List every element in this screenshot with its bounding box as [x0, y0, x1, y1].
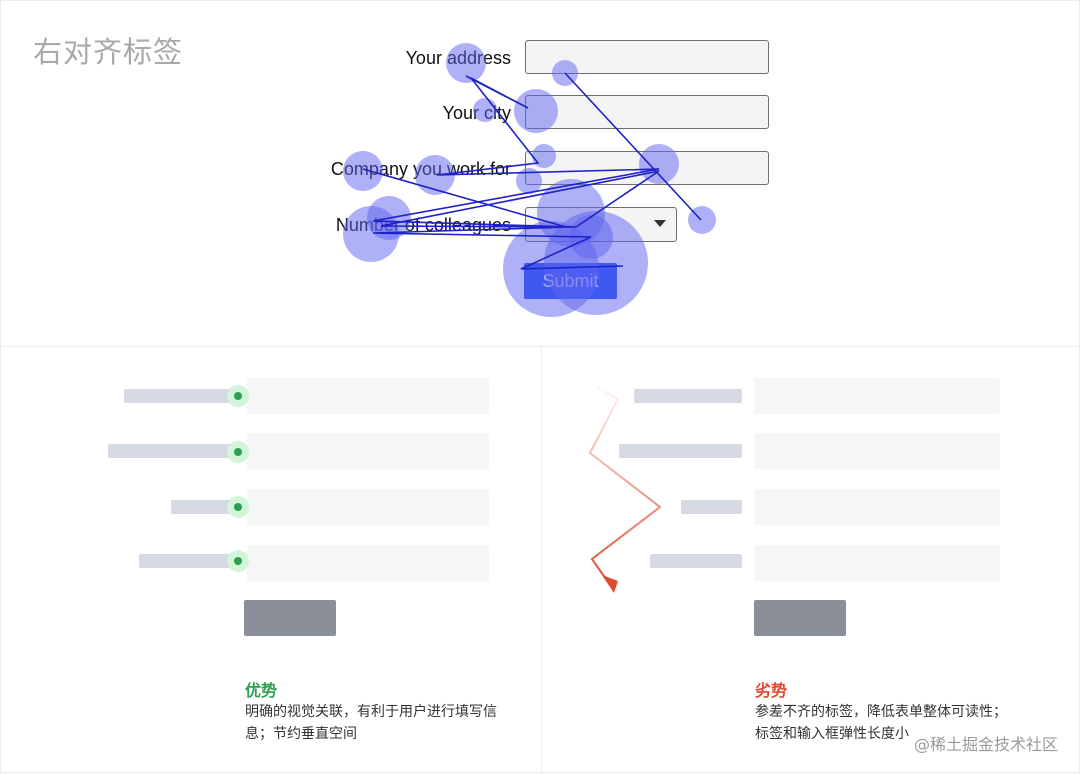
city-input[interactable]: [525, 95, 769, 129]
disadvantage-text: 参差不齐的标签，降低表单整体可读性；标签和输入框弹性长度小: [755, 704, 1007, 742]
button-placeholder: [244, 600, 336, 636]
fixation: [688, 206, 716, 234]
submit-button[interactable]: Submit: [524, 263, 617, 299]
colleagues-select[interactable]: [525, 207, 677, 242]
label-placeholder: [619, 444, 742, 458]
input-placeholder: [247, 378, 489, 414]
advantage-text: 明确的视觉关联，有利于用户进行填写信息；节约垂直空间: [245, 704, 497, 742]
alignment-dot: [227, 496, 249, 518]
ragged-labels-example-panel: 劣势 参差不齐的标签，降低表单整体可读性；标签和输入框弹性长度小: [541, 346, 1080, 773]
label-city: Your city: [442, 103, 511, 123]
input-placeholder: [247, 489, 489, 525]
input-placeholder: [754, 378, 1000, 414]
input-placeholder: [247, 545, 489, 581]
label-placeholder: [634, 389, 742, 403]
company-input[interactable]: [525, 151, 769, 185]
input-placeholder: [754, 433, 1000, 469]
zigzag-path: [588, 386, 662, 586]
alignment-dot: [227, 550, 249, 572]
input-placeholder: [247, 433, 489, 469]
button-placeholder: [754, 600, 846, 636]
label-placeholder: [681, 500, 742, 514]
label-address: Your address: [405, 48, 511, 68]
disadvantage-title: 劣势: [755, 681, 788, 700]
label-placeholder: [171, 500, 239, 514]
arrow-head-icon: [602, 575, 618, 593]
watermark: @稀土掘金技术社区: [913, 735, 1058, 754]
label-placeholder: [139, 554, 239, 568]
label-placeholder: [124, 389, 239, 403]
chevron-down-icon: [654, 220, 666, 227]
right-aligned-example-panel: 优势 明确的视觉关联，有利于用户进行填写信息；节约垂直空间: [0, 346, 542, 773]
advantage-title: 优势: [245, 681, 278, 700]
section-title: 右对齐标签: [33, 35, 184, 69]
label-company: Company you work for: [330, 159, 511, 179]
address-input[interactable]: [525, 40, 769, 74]
label-placeholder: [108, 444, 239, 458]
input-placeholder: [754, 545, 1000, 581]
alignment-dot: [227, 441, 249, 463]
reading-path-overlay: [588, 386, 662, 593]
label-colleagues: Number of colleagues: [335, 215, 511, 235]
alignment-dot: [227, 385, 249, 407]
eye-tracking-panel: 右对齐标签 Your address Your city Company you…: [0, 0, 1080, 347]
label-placeholder: [650, 554, 742, 568]
input-placeholder: [754, 489, 1000, 525]
